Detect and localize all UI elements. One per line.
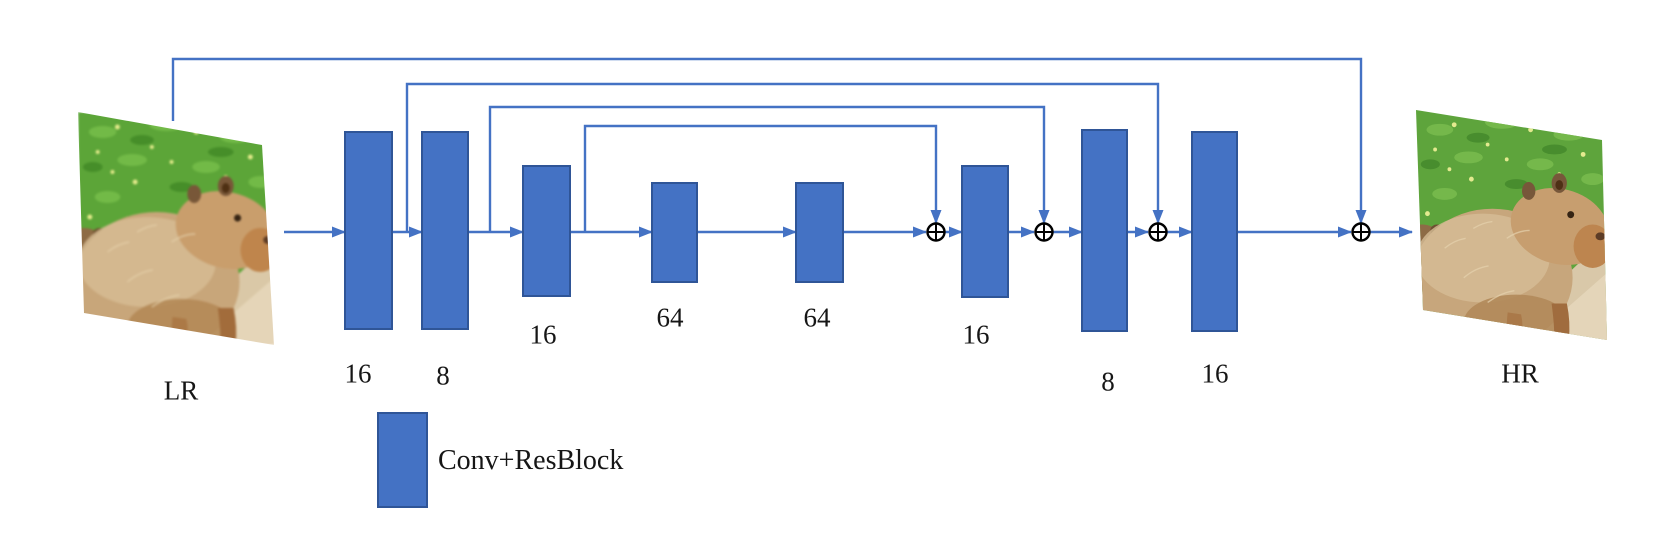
conv-resblock-3 [522,165,571,297]
skip-connection-4 [583,124,942,231]
add-operator-1 [926,222,946,242]
block-label-1: 16 [344,358,372,389]
conv-resblock-7 [1081,129,1128,332]
hr-label: HR [1501,358,1539,389]
block-label-3: 16 [529,319,557,350]
skip-connection-2 [405,82,1164,231]
conv-resblock-6 [961,165,1009,298]
skip-connection-1 [171,57,1367,224]
block-label-7: 8 [1101,366,1115,397]
block-label-5: 64 [803,302,831,333]
add-operator-4 [1351,222,1371,242]
conv-resblock-4 [651,182,698,283]
lr-label: LR [163,375,199,406]
skip-connection-3 [488,105,1050,231]
block-label-8: 16 [1201,358,1229,389]
legend-label: Conv+ResBlock [438,445,624,476]
add-operator-3 [1148,222,1168,242]
block-label-2: 8 [436,360,450,391]
add-operator-2 [1034,222,1054,242]
conv-resblock-8 [1191,131,1238,332]
legend-swatch [377,412,428,508]
block-label-4: 64 [656,302,684,333]
conv-resblock-2 [421,131,469,330]
conv-resblock-1 [344,131,393,330]
block-label-6: 16 [962,319,990,350]
conv-resblock-5 [795,182,844,283]
add-operators [926,222,1371,242]
